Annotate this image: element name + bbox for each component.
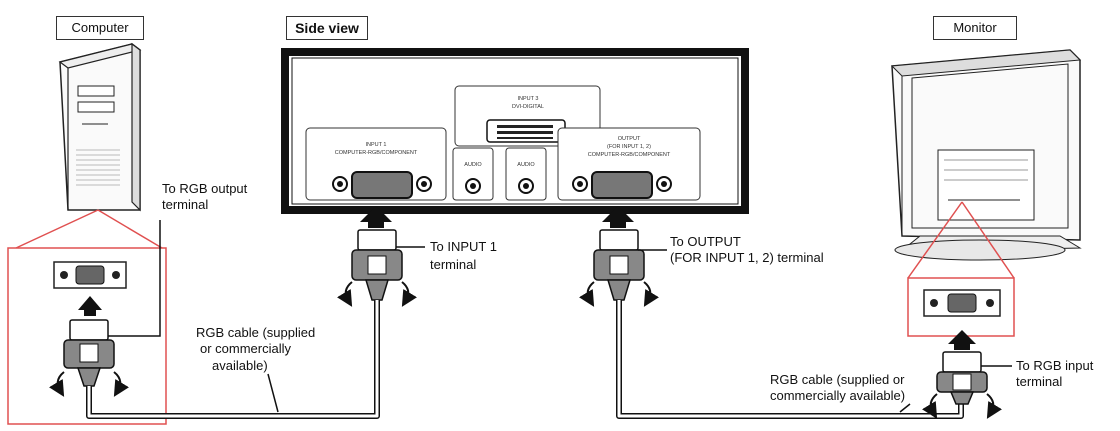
arrow-up-icon [78,296,102,316]
computer-callout [7,209,167,425]
panel-output-for: (FOR INPUT 1, 2) [607,144,651,150]
computer-rgb-port [53,261,127,289]
arrow-up-icon [602,206,634,228]
label-to-output-1: To OUTPUT [670,234,741,249]
label-to-rgb-input-1: To RGB input [1016,358,1094,373]
panel-output-label: OUTPUT [618,136,641,142]
label-cable-right-2: commercially available) [770,388,906,403]
panel-audio-2: AUDIO [517,162,535,168]
label-cable-left-3: available) [212,358,268,373]
label-to-rgb-output-2: terminal [162,197,209,212]
label-cable-left-1: RGB cable (supplied [196,325,316,340]
vga-plug-input1 [337,229,417,307]
label-to-input1-2: terminal [430,257,477,272]
monitor-callout [907,201,1015,337]
panel-input1-type: COMPUTER-RGB/COMPONENT [335,150,418,156]
vga-plug-output [579,229,659,307]
arrow-up-icon [948,330,976,350]
vga-plug-monitor [922,351,1002,419]
panel-output-type: COMPUTER-RGB/COMPONENT [588,152,671,158]
side-view-title: Side view [286,16,368,40]
arrow-up-icon [360,206,392,228]
side-view-panel: INPUT 3 DVI-DIGITAL INPUT 1 COMPUTER-RGB… [281,48,749,214]
label-to-rgb-output-1: To RGB output [162,181,248,196]
panel-input3-type: DVI-DIGITAL [512,104,544,110]
vga-plug-computer [49,319,129,397]
monitor-title: Monitor [933,16,1017,40]
label-cable-left-2: or commercially [200,341,292,356]
label-cable-right-1: RGB cable (supplied or [770,372,905,387]
monitor [890,49,1082,261]
panel-input3-label: INPUT 3 [518,96,539,102]
computer-tower [58,42,142,212]
panel-input1-label: INPUT 1 [366,142,387,148]
label-to-rgb-input-2: terminal [1016,374,1063,389]
computer-title: Computer [56,16,144,40]
label-to-input1-1: To INPUT 1 [430,239,497,254]
label-to-output-2: (FOR INPUT 1, 2) terminal [670,250,824,265]
panel-audio-1: AUDIO [464,162,482,168]
